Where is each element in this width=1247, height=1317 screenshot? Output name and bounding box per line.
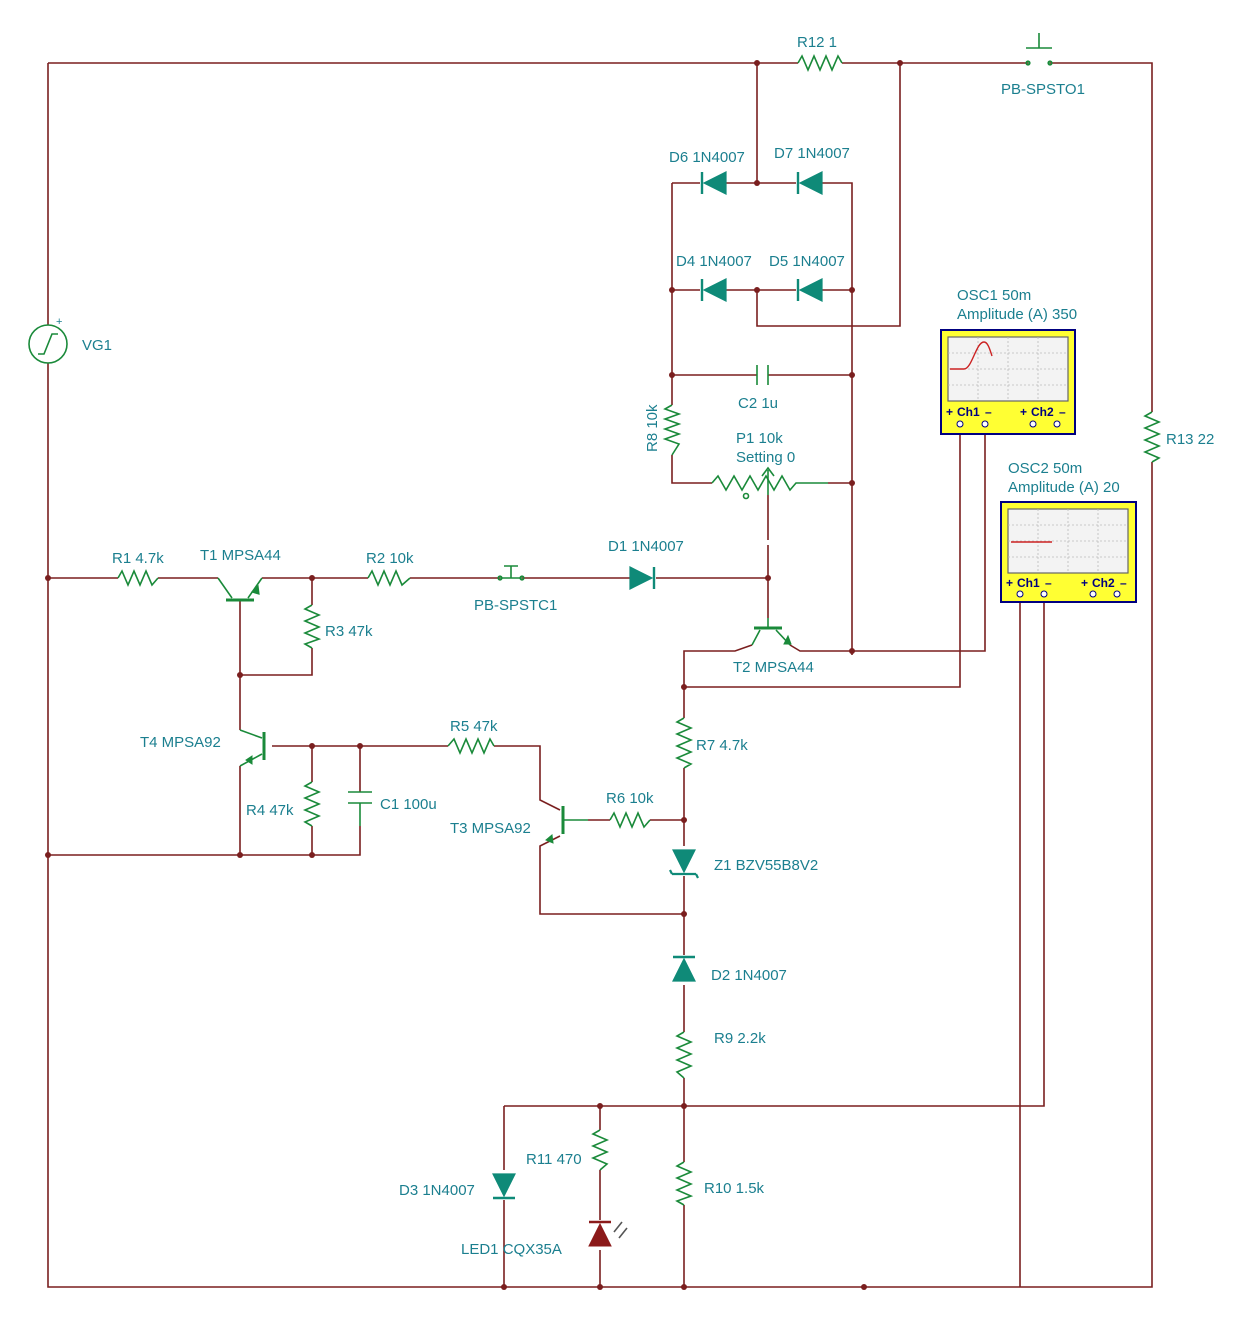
switches: PB-SPSTO1 PB-SPSTC1 [474, 33, 1085, 614]
wires [47, 62, 1153, 1288]
junctions [45, 60, 903, 1290]
label-p1-setting: Setting 0 [736, 449, 795, 466]
osc1-ch2-label: Ch2 [1031, 405, 1054, 419]
svg-text:+: + [1081, 576, 1088, 590]
label-r8: R8 10k [644, 404, 661, 452]
capacitors: C2 1u C1 100u [348, 365, 778, 826]
label-led1: LED1 CQX35A [461, 1241, 562, 1258]
label-d1: D1 1N4007 [608, 538, 684, 555]
svg-text:+: + [56, 316, 62, 328]
label-vg1: VG1 [82, 337, 112, 354]
label-r1: R1 4.7k [112, 550, 164, 567]
svg-text:–: – [1059, 405, 1066, 419]
label-osc1: OSC1 50m [957, 287, 1031, 304]
label-r5: R5 47k [450, 718, 498, 735]
label-t2: T2 MPSA44 [733, 659, 814, 676]
svg-text:+: + [1006, 576, 1013, 590]
svg-text:+: + [946, 405, 953, 419]
label-z1: Z1 BZV55B8V2 [714, 857, 818, 874]
label-d3: D3 1N4007 [399, 1182, 475, 1199]
label-c1: C1 100u [380, 796, 437, 813]
label-d5: D5 1N4007 [769, 253, 845, 270]
label-pb-spstc1: PB-SPSTC1 [474, 597, 557, 614]
source-vg1: + VG1 [28, 316, 112, 364]
oscilloscope-osc2: OSC2 50m Amplitude (A) 20 + Ch1 – + Ch2 … [1000, 460, 1137, 603]
label-t4: T4 MPSA92 [140, 734, 221, 751]
label-r3: R3 47k [325, 623, 373, 640]
osc1-ch1-label: Ch1 [957, 405, 980, 419]
label-p1: P1 10k [736, 430, 783, 447]
label-pb-spsto1: PB-SPSTO1 [1001, 81, 1085, 98]
label-d2: D2 1N4007 [711, 967, 787, 984]
transistors: T1 MPSA44 T4 MPSA92 T3 MPSA92 T2 MPSA44 [140, 547, 814, 844]
oscilloscope-osc1: OSC1 50m Amplitude (A) 350 + Ch1 – + Ch2… [940, 287, 1077, 435]
label-osc1-amplitude: Amplitude (A) 350 [957, 306, 1077, 323]
label-r6: R6 10k [606, 790, 654, 807]
label-osc2-amplitude: Amplitude (A) 20 [1008, 479, 1120, 496]
label-r12: R12 1 [797, 34, 837, 51]
label-t3: T3 MPSA92 [450, 820, 531, 837]
label-d7: D7 1N4007 [774, 145, 850, 162]
label-osc2: OSC2 50m [1008, 460, 1082, 477]
svg-text:–: – [1045, 576, 1052, 590]
label-r4: R4 47k [246, 802, 294, 819]
svg-text:+: + [1020, 405, 1027, 419]
svg-text:–: – [1120, 576, 1127, 590]
label-t1: T1 MPSA44 [200, 547, 281, 564]
osc2-ch1-label: Ch1 [1017, 576, 1040, 590]
diodes: D6 1N4007 D7 1N4007 D4 1N4007 D5 1N4007 … [399, 145, 850, 1258]
label-r7: R7 4.7k [696, 737, 748, 754]
label-r13: R13 22 [1166, 431, 1214, 448]
svg-text:–: – [985, 405, 992, 419]
label-r2: R2 10k [366, 550, 414, 567]
label-d4: D4 1N4007 [676, 253, 752, 270]
label-r11: R11 470 [526, 1151, 582, 1168]
resistors: R12 1 R13 22 R8 10k P1 10k Setting 0 R1 … [112, 34, 1214, 1206]
label-d6: D6 1N4007 [669, 149, 745, 166]
label-r9: R9 2.2k [714, 1030, 766, 1047]
label-r10: R10 1.5k [704, 1180, 765, 1197]
label-c2: C2 1u [738, 395, 778, 412]
osc2-ch2-label: Ch2 [1092, 576, 1115, 590]
